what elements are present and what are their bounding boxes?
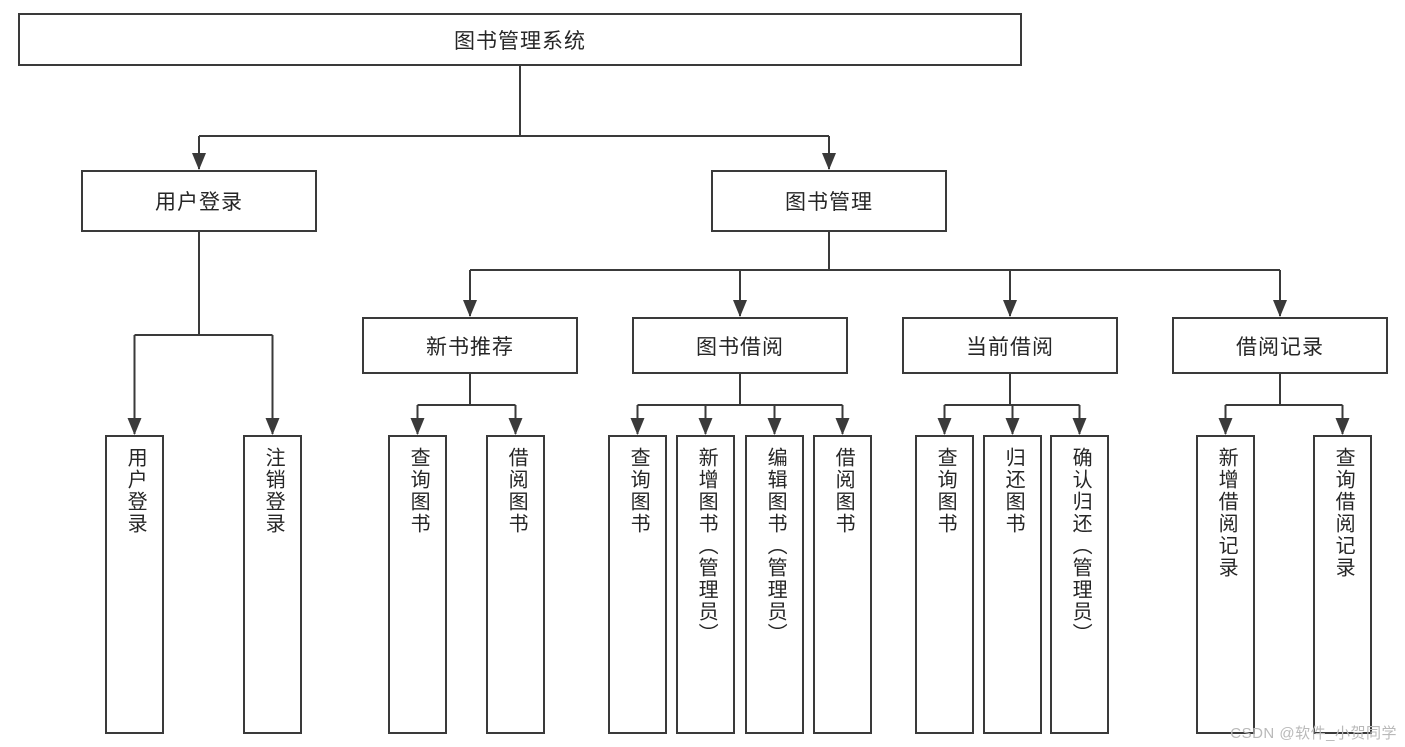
node-leaf-borrow-book-recommend[interactable]: 借阅图书 (486, 435, 545, 734)
node-leaf-query-book-current[interactable]: 查询图书 (915, 435, 974, 734)
node-new-book-recommend[interactable]: 新书推荐 (362, 317, 578, 374)
node-book-management[interactable]: 图书管理 (711, 170, 947, 232)
arrow-head-icon (1335, 418, 1350, 435)
node-leaf-add-borrow-record[interactable]: 新增借阅记录 (1196, 435, 1255, 734)
node-label: 查询图书 (934, 447, 957, 535)
arrow-head-icon (1218, 418, 1233, 435)
node-label: 新增借阅记录 (1215, 447, 1238, 579)
watermark: CSDN @软件_小贺同学 (1230, 725, 1397, 742)
arrow-head-icon (127, 418, 142, 435)
node-label: 用户登录 (124, 447, 147, 535)
node-label: 借阅图书 (832, 447, 855, 535)
arrow-head-icon (937, 418, 952, 435)
node-label: 注销登录 (262, 447, 285, 535)
node-leaf-confirm-return[interactable]: 确认归还（管理员） (1050, 435, 1109, 734)
node-borrow-record[interactable]: 借阅记录 (1172, 317, 1388, 374)
node-label: 新书推荐 (426, 335, 514, 359)
node-label: 借阅图书 (505, 447, 528, 535)
node-book-borrow[interactable]: 图书借阅 (632, 317, 848, 374)
node-leaf-user-login[interactable]: 用户登录 (105, 435, 164, 734)
arrow-head-icon (463, 300, 477, 317)
node-label: 编辑图书（管理员） (764, 447, 787, 645)
node-leaf-edit-book[interactable]: 编辑图书（管理员） (745, 435, 804, 734)
node-label: 当前借阅 (966, 335, 1054, 359)
node-label: 查询图书 (407, 447, 430, 535)
node-label: 图书借阅 (696, 335, 784, 359)
node-label: 图书管理 (785, 191, 873, 214)
arrow-head-icon (410, 418, 425, 435)
node-label: 借阅记录 (1236, 335, 1324, 359)
node-label: 查询借阅记录 (1332, 447, 1355, 579)
node-label: 用户登录 (155, 191, 243, 214)
arrow-head-icon (822, 153, 836, 170)
arrow-head-icon (630, 418, 645, 435)
node-leaf-query-book-recommend[interactable]: 查询图书 (388, 435, 447, 734)
arrow-head-icon (265, 418, 280, 435)
node-leaf-query-borrow-record[interactable]: 查询借阅记录 (1313, 435, 1372, 734)
node-current-borrow[interactable]: 当前借阅 (902, 317, 1118, 374)
node-leaf-query-book-borrow[interactable]: 查询图书 (608, 435, 667, 734)
arrow-head-icon (508, 418, 523, 435)
node-label: 图书管理系统 (454, 29, 586, 53)
arrow-head-icon (1072, 418, 1087, 435)
arrow-head-icon (733, 300, 747, 317)
node-user-login[interactable]: 用户登录 (81, 170, 317, 232)
arrow-head-icon (1005, 418, 1020, 435)
node-leaf-return-book[interactable]: 归还图书 (983, 435, 1042, 734)
node-leaf-add-book[interactable]: 新增图书（管理员） (676, 435, 735, 734)
node-label: 查询图书 (627, 447, 650, 535)
arrow-head-icon (1003, 300, 1017, 317)
arrow-head-icon (698, 418, 713, 435)
arrow-head-icon (1273, 300, 1287, 317)
arrow-head-icon (192, 153, 206, 170)
node-root[interactable]: 图书管理系统 (18, 13, 1022, 66)
node-label: 新增图书（管理员） (695, 447, 718, 645)
node-label: 确认归还（管理员） (1069, 447, 1092, 645)
node-leaf-borrow-book[interactable]: 借阅图书 (813, 435, 872, 734)
node-leaf-logout[interactable]: 注销登录 (243, 435, 302, 734)
arrow-head-icon (767, 418, 782, 435)
arrow-head-icon (835, 418, 850, 435)
node-label: 归还图书 (1002, 447, 1025, 535)
